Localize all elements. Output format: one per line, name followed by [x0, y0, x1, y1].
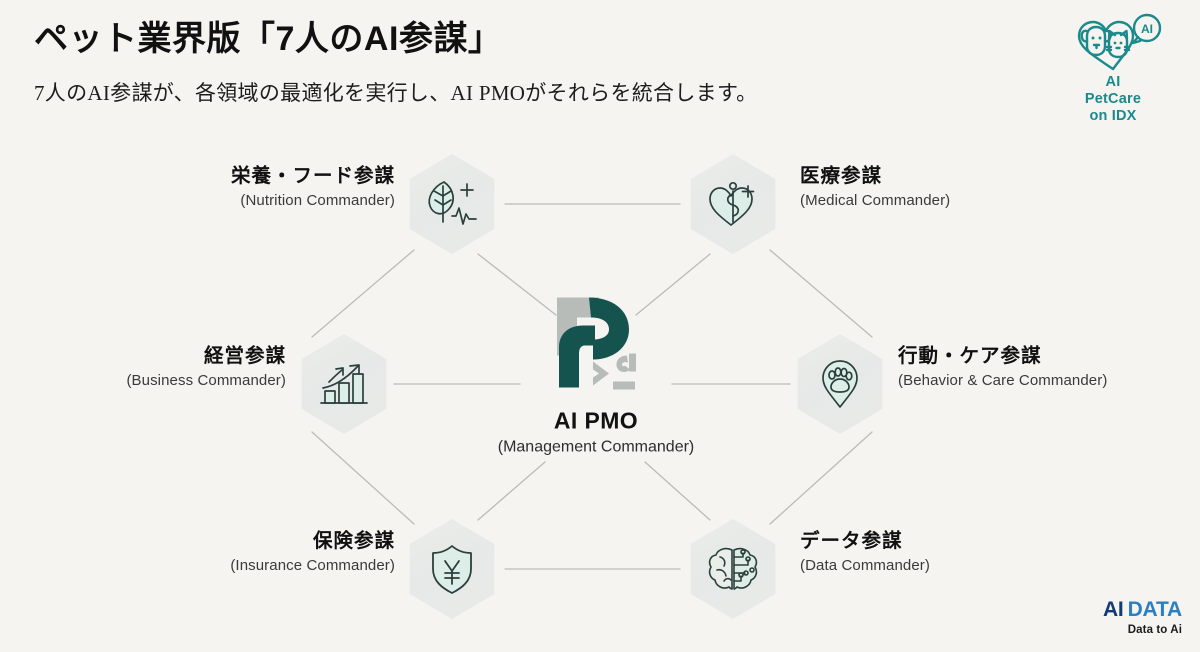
node-label-jp: 行動・ケア参謀 — [898, 345, 1042, 367]
node-label-en: (Data Commander) — [800, 556, 930, 574]
edge-medical-behavior — [769, 249, 873, 338]
pmo-p-monogram-icon — [446, 284, 746, 402]
node-hexagon-background — [690, 519, 776, 619]
node-label-business: 経営参謀 (Business Commander) — [10, 345, 286, 390]
spoke-medical-center — [635, 253, 711, 316]
node-label-en: (Insurance Commander) — [230, 556, 395, 574]
node-label-jp: 保険参謀 — [312, 530, 395, 552]
node-label-data: データ参謀 (Data Commander) — [800, 530, 1180, 575]
page-header: ペット業界版「7人のAI参謀」 7人のAI参謀が、各領域の最適化を実行し、AI … — [34, 18, 1034, 107]
leaf-pulse-plus-icon — [406, 154, 498, 254]
footer-logo-ai: AI — [1102, 597, 1124, 621]
node-behavior-care[interactable] — [794, 334, 886, 434]
node-label-en: (Medical Commander) — [800, 191, 951, 209]
node-label-nutrition: 栄養・フード参謀 (Nutrition Commander) — [10, 165, 395, 210]
page-subtitle: 7人のAI参謀が、各領域の最適化を実行し、AI PMOがそれらを統合します。 — [34, 80, 758, 105]
node-label-behavior-care: 行動・ケア参謀 (Behavior & Care Commander) — [898, 345, 1198, 390]
heart-caduceus-plus-icon — [687, 154, 779, 254]
brand-logo-line1: AI — [1105, 74, 1121, 90]
ai-commander-hexagon-diagram: 栄養・フード参謀 (Nutrition Commander) 医療参謀 (Med… — [0, 132, 1200, 622]
brand-logo-text: AI PetCare on IDX — [1054, 74, 1172, 125]
center-node-ai-pmo[interactable]: AI PMO (Management Commander) — [446, 284, 746, 457]
center-subtitle: (Management Commander) — [497, 438, 695, 456]
spoke-data-center — [644, 461, 711, 521]
footer-logo-data: DATA — [1127, 597, 1183, 621]
node-label-en: (Behavior & Care Commander) — [898, 371, 1108, 389]
node-insurance[interactable] — [406, 519, 498, 619]
brand-logo-line2: PetCare — [1084, 91, 1142, 108]
node-data[interactable] — [687, 519, 779, 619]
footer-logo-tagline: Data to Ai — [1127, 623, 1182, 636]
brand-logo-line3: on IDX — [1089, 108, 1137, 125]
shield-yen-icon — [406, 519, 498, 619]
edge-insurance-business — [311, 431, 415, 525]
brain-circuit-icon — [687, 519, 779, 619]
connector-lines — [311, 203, 873, 570]
node-label-jp: データ参謀 — [800, 530, 903, 552]
map-pin-paw-icon — [794, 334, 886, 434]
node-label-jp: 栄養・フード参謀 — [230, 165, 395, 187]
svg-text:AI: AI — [1141, 22, 1153, 36]
node-nutrition[interactable] — [406, 154, 498, 254]
bar-chart-growth-icon — [298, 334, 390, 434]
node-label-insurance: 保険参謀 (Insurance Commander) — [10, 530, 395, 575]
page-title: ペット業界版「7人のAI参謀」 — [34, 20, 503, 58]
node-label-medical: 医療参謀 (Medical Commander) — [800, 165, 1180, 210]
edge-business-nutrition — [311, 249, 415, 338]
node-label-jp: 医療参謀 — [800, 165, 883, 187]
node-label-en: (Business Commander) — [126, 371, 286, 389]
node-label-en: (Nutrition Commander) — [240, 191, 395, 209]
edge-behavior-data — [769, 431, 873, 525]
node-medical[interactable] — [687, 154, 779, 254]
heart-with-dog-and-cat-icon: AI — [1054, 12, 1172, 74]
node-label-jp: 経営参謀 — [203, 345, 286, 367]
spoke-insurance-center — [477, 461, 546, 521]
brand-logo: AI AI PetCare on IDX — [1054, 12, 1172, 125]
center-title: AI PMO — [553, 407, 639, 434]
spoke-nutrition-center — [477, 253, 557, 316]
node-business[interactable] — [298, 334, 390, 434]
